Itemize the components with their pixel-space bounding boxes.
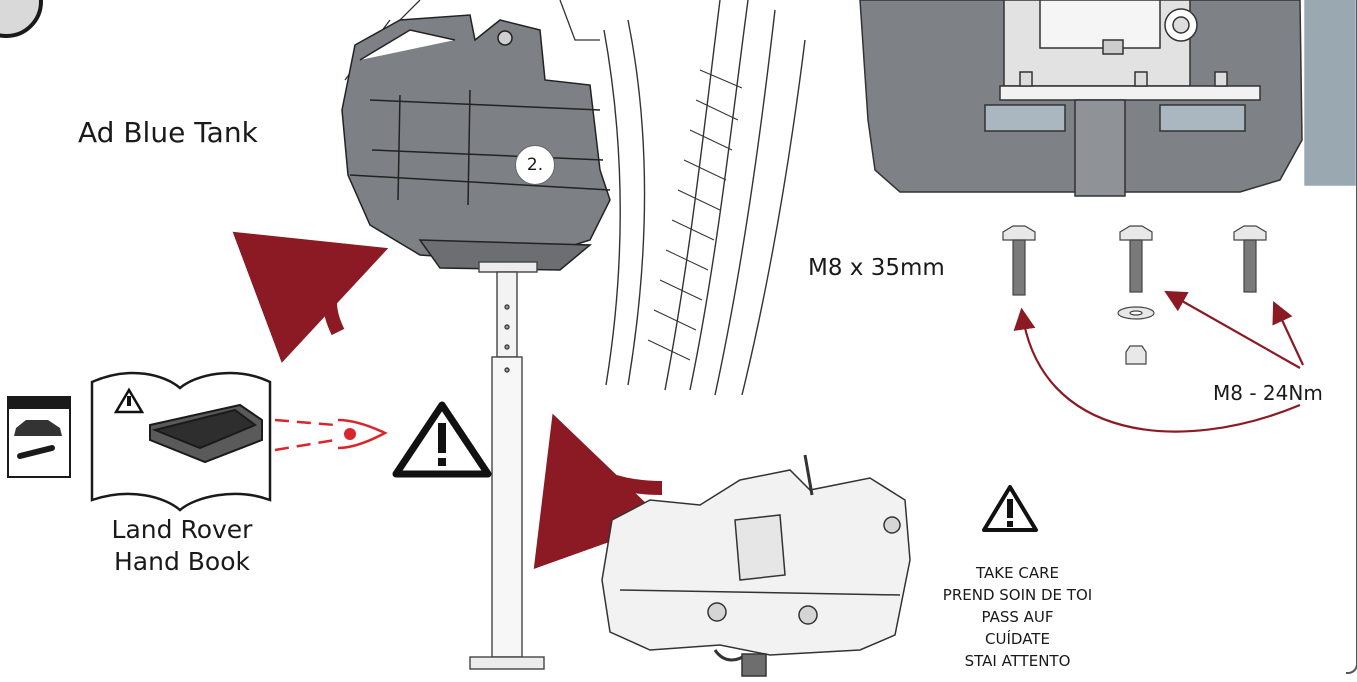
warning-triangle-icon-small <box>982 485 1038 532</box>
callout-step-number: 2. <box>515 145 555 185</box>
car-icon <box>14 420 62 436</box>
handbook-illustration <box>90 371 272 512</box>
caution-line: TAKE CARE <box>976 564 1059 582</box>
bolt-2 <box>1119 225 1153 293</box>
caution-line: PASS AUF <box>981 608 1054 626</box>
bolt-size-label: M8 x 35mm <box>808 255 945 281</box>
page-frame <box>1346 0 1357 674</box>
caution-line: PREND SOIN DE TOI <box>942 586 1093 604</box>
torque-label: M8 - 24Nm <box>1213 381 1323 405</box>
torque-arrows <box>1013 290 1304 433</box>
handbook-line-2: Hand Book <box>114 547 250 576</box>
wheel-arch <box>603 0 806 396</box>
support-stand <box>469 261 545 670</box>
lift-arrow-left <box>232 231 389 363</box>
handbook-label: Land Rover Hand Book <box>92 514 272 578</box>
bolt-1 <box>1002 225 1036 296</box>
nut <box>1125 345 1147 365</box>
warning-triangle-icon-handbook <box>113 387 145 414</box>
adblue-tank-loose <box>601 454 911 677</box>
bracket-detail <box>859 0 1356 197</box>
lift-arrow-right <box>533 413 666 570</box>
wrench-icon <box>17 445 55 459</box>
caution-text-block: TAKE CARE PREND SOIN DE TOI PASS AUF CUÍ… <box>930 562 1105 672</box>
bolt-set <box>1002 225 1267 365</box>
bolt-3 <box>1233 225 1267 293</box>
caution-line: STAI ATTENTO <box>964 652 1071 670</box>
eye-icon <box>274 418 388 452</box>
tank-title: Ad Blue Tank <box>78 116 258 149</box>
handbook-line-1: Land Rover <box>111 515 253 544</box>
manual-cover <box>7 396 71 478</box>
adblue-tank-installed <box>341 14 611 271</box>
caution-line: CUÍDATE <box>985 630 1050 648</box>
warning-triangle-icon <box>392 401 492 478</box>
